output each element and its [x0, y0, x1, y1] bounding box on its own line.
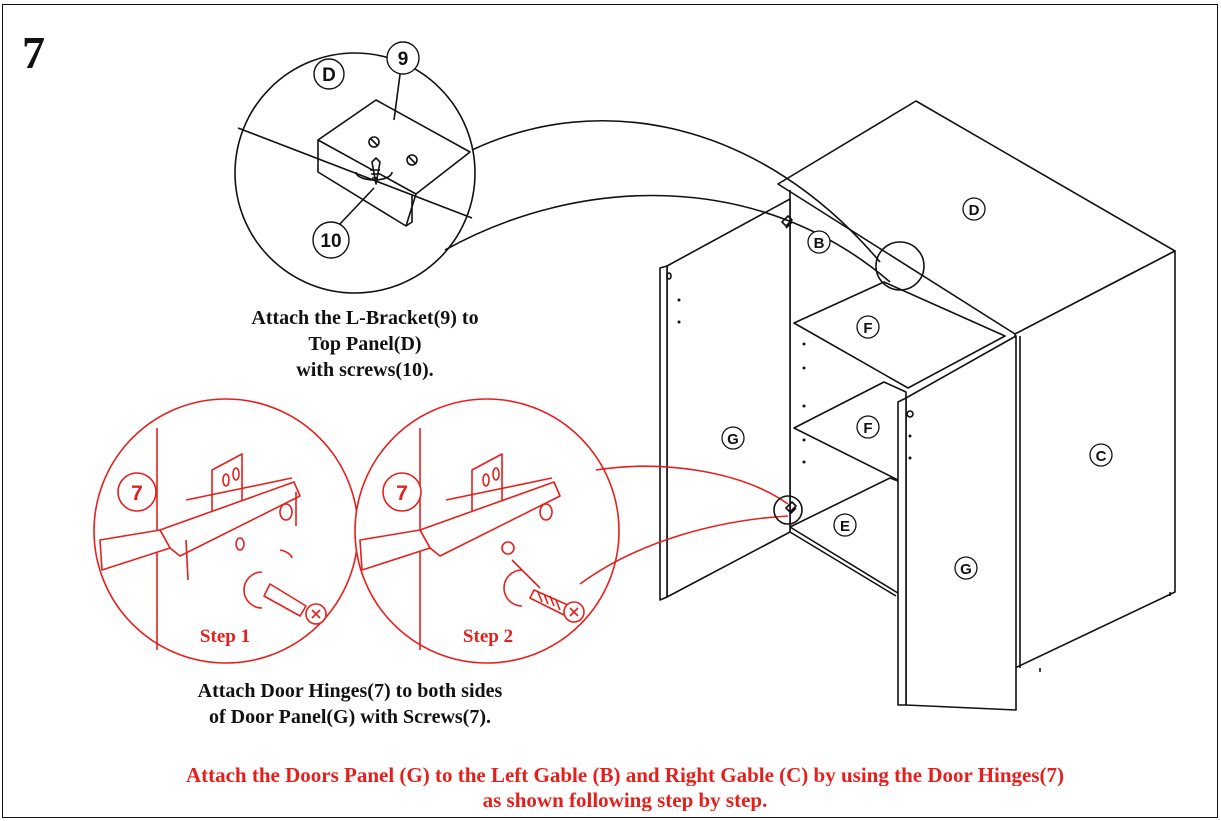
door-right-g [905, 335, 1017, 711]
bubble-left-gable-b: B [814, 235, 825, 252]
bubble-10: 10 [320, 231, 341, 252]
bubble-d-detail: D [322, 65, 336, 86]
bubble-door-left-g: G [727, 431, 739, 448]
bubble-bottom-e: E [840, 518, 850, 535]
bracket-caption-line2: Top Panel(D) [308, 333, 422, 355]
bubble-top-d: D [969, 202, 980, 219]
bottom-panel-e [789, 477, 907, 599]
door-left-g [666, 198, 791, 598]
bubble-door-right-g: G [960, 561, 972, 578]
bracket-caption: Attach the L-Bracket(9) to Top Panel(D) … [215, 305, 515, 383]
bubble-7-step1: 7 [131, 482, 143, 505]
bracket-caption-line3: with screws(10). [296, 359, 434, 381]
footer-instruction-line2: as shown following step by step. [482, 790, 768, 811]
bracket-caption-line1: Attach the L-Bracket(9) to [251, 307, 479, 329]
shelf-f-lower [793, 381, 907, 485]
part-bubbles: D 9 10 7 7 D B F F E C G G [117, 41, 1113, 580]
hinge-caption: Attach Door Hinges(7) to both sides of D… [120, 678, 580, 730]
step-number: 7 [22, 27, 45, 78]
bubble-shelf-f-upper: F [863, 320, 872, 337]
instruction-frame [2, 4, 1218, 818]
bubble-right-gable-c: C [1096, 448, 1107, 465]
hinge-caption-line2: of Door Panel(G) with Screws(7). [209, 706, 491, 728]
step1-label: Step 1 [200, 626, 250, 647]
hinge-caption-line1: Attach Door Hinges(7) to both sides [197, 680, 503, 702]
footer-instruction-line1: Attach the Doors Panel (G) to the Left G… [185, 765, 1065, 786]
bubble-7-step2: 7 [396, 482, 408, 505]
step2-label: Step 2 [463, 626, 513, 647]
bubble-shelf-f-lower: F [863, 420, 872, 437]
bubble-9: 9 [398, 49, 409, 70]
shelf-f-upper [793, 281, 1006, 389]
